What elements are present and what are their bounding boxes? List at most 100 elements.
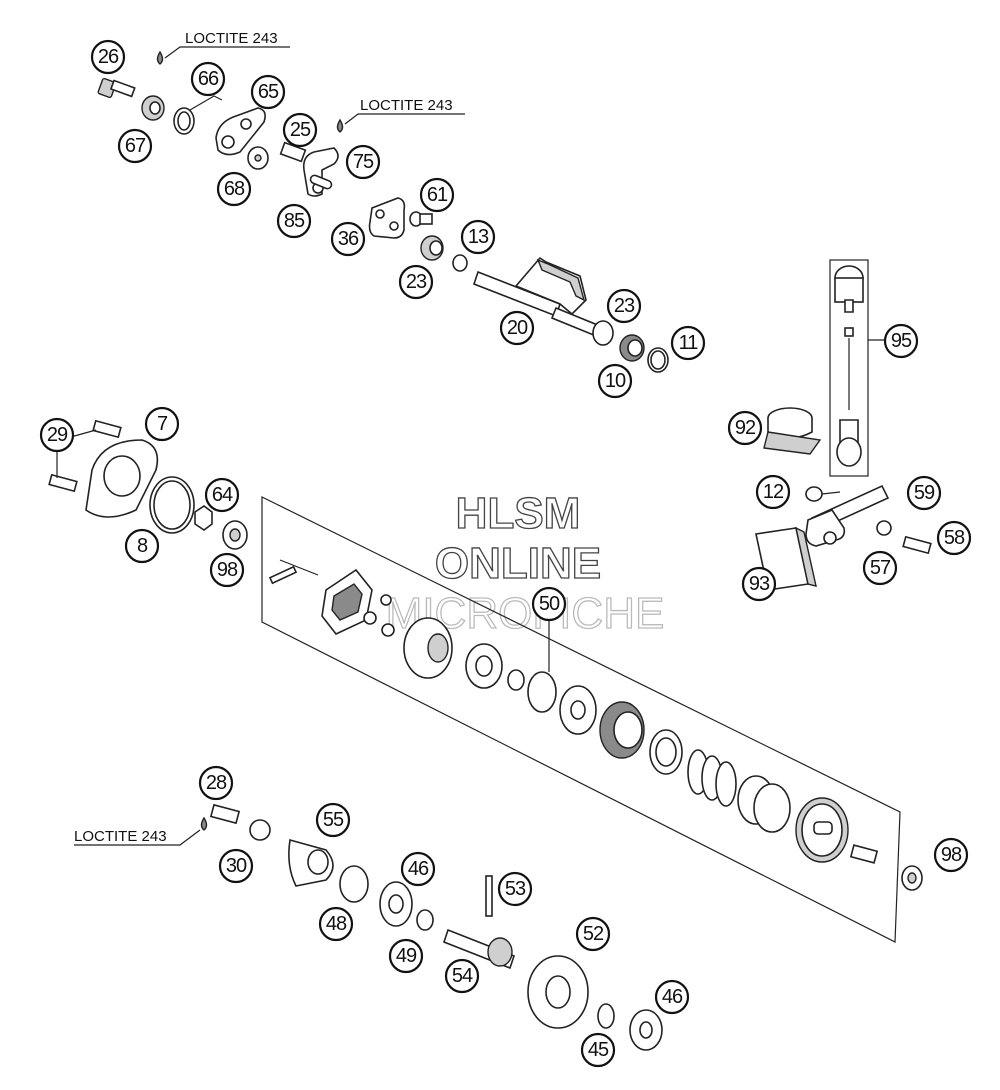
svg-text:25: 25 [290,119,311,141]
svg-text:49: 49 [396,945,417,967]
right-parts [755,259,932,591]
callout-46-lower: 46 [654,979,690,1015]
svg-text:46: 46 [662,986,683,1008]
callout-10: 10 [597,363,633,399]
shaft-20-part [473,256,602,338]
assembly-plate [261,496,901,943]
callout-28: 28 [198,765,234,801]
callout-75: 75 [345,144,381,180]
callout-61: 61 [419,177,455,213]
center-assembly-parts [268,559,879,864]
callout-26: 26 [90,39,126,75]
callout-59: 59 [906,475,942,511]
watermark: HLSM ONLINE MICROFICHE [385,488,665,638]
watermark-line2: ONLINE [435,539,601,588]
svg-text:48: 48 [326,913,347,935]
svg-text:23: 23 [406,271,427,293]
loctite-labels: LOCTITE 243 LOCTITE 243 LOCTITE 243 [74,30,465,846]
callout-67: 67 [117,128,153,164]
callout-93: 93 [741,566,777,602]
loctite-label-top: LOCTITE 243 [164,30,290,59]
callout-66: 66 [190,61,226,97]
callout-55: 55 [315,802,351,838]
callout-54: 54 [444,958,480,994]
callout-12: 12 [755,474,791,510]
svg-text:59: 59 [914,482,935,504]
callout-7: 7 [144,406,180,442]
top-parts [97,50,669,373]
callout-50: 50 [531,586,567,622]
svg-text:92: 92 [735,417,756,439]
callout-36: 36 [330,221,366,257]
callout-64: 64 [204,477,240,513]
svg-text:53: 53 [505,878,526,900]
svg-text:20: 20 [507,317,528,339]
svg-text:64: 64 [212,484,233,506]
svg-text:30: 30 [226,855,247,877]
svg-text:58: 58 [944,527,965,549]
svg-text:45: 45 [588,1039,609,1061]
svg-text:95: 95 [891,330,912,352]
callout-29: 29 [39,417,75,453]
callout-52: 52 [575,916,611,952]
callout-48: 48 [318,906,354,942]
bolt-26-part [97,77,136,99]
svg-text:52: 52 [583,923,604,945]
callout-98-right: 98 [933,837,969,873]
svg-text:26: 26 [98,46,119,68]
nut-98-right-part [901,865,923,891]
svg-text:29: 29 [47,424,68,446]
watermark-line1: HLSM [456,489,581,538]
callout-30: 30 [218,848,254,884]
callout-45: 45 [580,1032,616,1068]
svg-text:7: 7 [157,413,168,435]
callout-23-upper: 23 [398,264,434,300]
svg-text:54: 54 [452,965,473,987]
svg-text:13: 13 [468,226,489,248]
loctite-label-middle: LOCTITE 243 [344,97,465,125]
loctite-text-3: LOCTITE 243 [74,828,167,845]
loctite-label-bottom: LOCTITE 243 [74,828,201,846]
svg-text:46: 46 [408,858,429,880]
callout-20: 20 [499,310,535,346]
svg-text:93: 93 [749,573,770,595]
svg-text:68: 68 [224,178,245,200]
svg-text:28: 28 [206,772,227,794]
svg-text:98: 98 [941,844,962,866]
callout-95: 95 [883,323,919,359]
callout-58: 58 [936,520,972,556]
svg-text:10: 10 [605,370,626,392]
callout-98-left: 98 [209,552,245,588]
callout-23-lower: 23 [606,288,642,324]
callout-46-upper: 46 [400,851,436,887]
left-middle-parts [48,419,248,550]
callout-49: 49 [388,938,424,974]
callout-68: 68 [216,171,252,207]
callout-57: 57 [862,550,898,586]
svg-text:65: 65 [258,81,279,103]
part-95-box [829,259,869,477]
svg-text:61: 61 [427,184,448,206]
svg-text:36: 36 [338,228,359,250]
svg-text:66: 66 [198,68,219,90]
loctite-text-2: LOCTITE 243 [360,97,453,114]
svg-text:11: 11 [679,332,699,354]
svg-text:8: 8 [137,535,148,557]
callout-8: 8 [124,528,160,564]
loctite-text-1: LOCTITE 243 [185,30,278,47]
bottom-parts [200,803,663,1051]
callout-25: 25 [282,112,318,148]
callout-53: 53 [497,871,533,907]
callout-13: 13 [460,219,496,255]
svg-text:12: 12 [763,481,784,503]
svg-text:75: 75 [353,151,374,173]
loctite-drop-1 [156,50,164,65]
svg-text:23: 23 [614,295,635,317]
callout-85: 85 [276,203,312,239]
svg-text:85: 85 [284,210,305,232]
svg-text:98: 98 [217,559,238,581]
callout-92: 92 [727,410,763,446]
svg-text:67: 67 [125,135,146,157]
svg-text:50: 50 [539,593,560,615]
